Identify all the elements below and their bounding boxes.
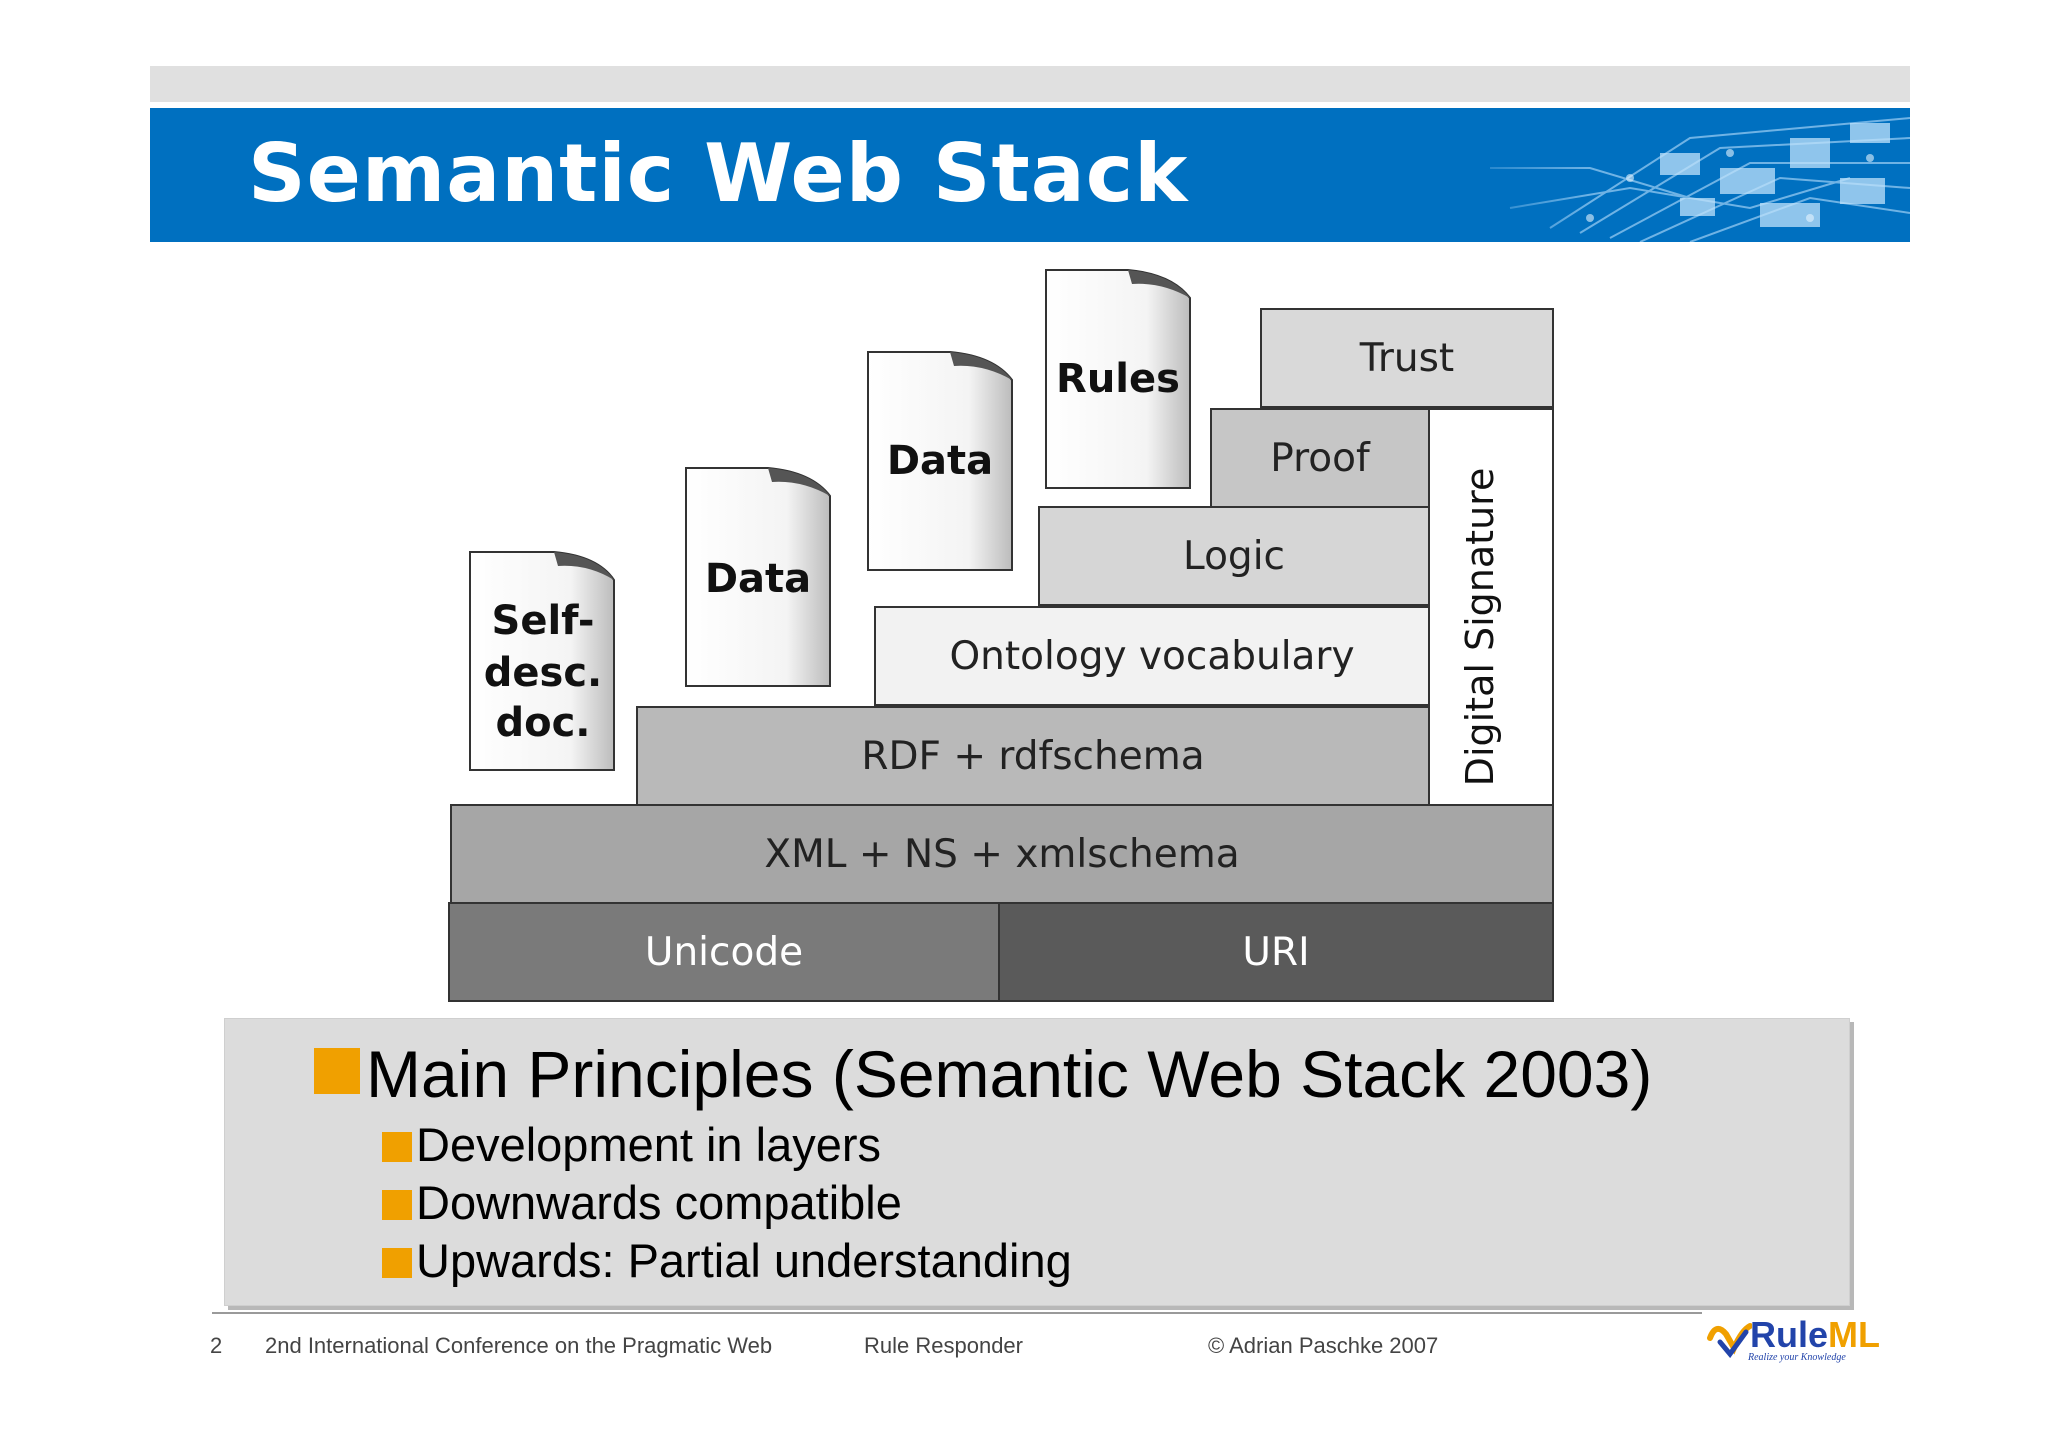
uri-layer: URI bbox=[998, 902, 1554, 1002]
principle-item: Development in layers bbox=[416, 1118, 881, 1171]
principles-panel bbox=[224, 1018, 1850, 1306]
circuit-board-decoration bbox=[1430, 108, 1910, 242]
trust-label: Trust bbox=[1359, 335, 1455, 381]
logo-name-ml: ML bbox=[1828, 1314, 1880, 1355]
self-desc-label-line3: doc. bbox=[495, 700, 591, 746]
slide-title: Semantic Web Stack bbox=[248, 127, 1189, 220]
logo-name-rule: Rule bbox=[1750, 1314, 1829, 1355]
rdf-layer: RDF + rdfschema bbox=[636, 706, 1430, 806]
self-desc-label-line1: Self- bbox=[491, 598, 595, 644]
xml-label: XML + NS + xmlschema bbox=[764, 831, 1240, 877]
self-desc-label-line2: desc. bbox=[483, 650, 603, 696]
proof-label: Proof bbox=[1270, 435, 1370, 481]
ontology-label: Ontology vocabulary bbox=[949, 633, 1355, 679]
logo-tagline: Realize your Knowledge bbox=[1748, 1352, 1846, 1363]
data-doc-icon-1: Data bbox=[684, 466, 832, 688]
sub-bullet-icon bbox=[382, 1132, 412, 1162]
ruleml-swoosh-icon bbox=[1707, 1323, 1752, 1358]
rdf-label: RDF + rdfschema bbox=[861, 733, 1205, 779]
ruleml-logo: RuleML Realize your Knowledge bbox=[1706, 1314, 1880, 1363]
footer-divider bbox=[212, 1312, 1702, 1314]
data-label-1: Data bbox=[704, 556, 812, 602]
sub-bullet-icon bbox=[382, 1190, 412, 1220]
logic-label: Logic bbox=[1183, 533, 1285, 579]
principle-item: Downwards compatible bbox=[416, 1176, 902, 1229]
digital-signature-label: Digital Signature bbox=[1458, 467, 1502, 787]
trust-layer: Trust bbox=[1260, 308, 1554, 408]
sub-bullet-icon bbox=[382, 1248, 412, 1278]
footer-conference: 2nd International Conference on the Prag… bbox=[265, 1333, 773, 1358]
proof-layer: Proof bbox=[1210, 408, 1430, 508]
principles-heading: Main Principles (Semantic Web Stack 2003… bbox=[366, 1037, 1653, 1111]
logic-layer: Logic bbox=[1038, 506, 1430, 606]
self-desc-doc-icon: Self- desc. doc. bbox=[468, 550, 618, 772]
header-top-strip bbox=[150, 66, 1910, 102]
unicode-label: Unicode bbox=[644, 929, 804, 975]
data-label-2: Data bbox=[886, 438, 994, 484]
xml-layer: XML + NS + xmlschema bbox=[450, 804, 1554, 904]
footer-copyright: © Adrian Paschke 2007 bbox=[1208, 1333, 1439, 1358]
main-bullet-icon bbox=[314, 1048, 360, 1094]
rules-doc-icon: Rules bbox=[1044, 268, 1192, 490]
footer-talk-title: Rule Responder bbox=[864, 1333, 1023, 1358]
digital-signature-layer bbox=[1428, 408, 1554, 806]
title-bar: Semantic Web Stack bbox=[150, 108, 1910, 242]
uri-label: URI bbox=[1242, 929, 1310, 975]
unicode-layer: Unicode bbox=[448, 902, 1000, 1002]
data-doc-icon-2: Data bbox=[866, 350, 1014, 572]
rules-label: Rules bbox=[1056, 356, 1180, 402]
page-number: 2 bbox=[210, 1333, 223, 1358]
principle-item: Upwards: Partial understanding bbox=[416, 1234, 1072, 1287]
ontology-layer: Ontology vocabulary bbox=[874, 606, 1430, 706]
